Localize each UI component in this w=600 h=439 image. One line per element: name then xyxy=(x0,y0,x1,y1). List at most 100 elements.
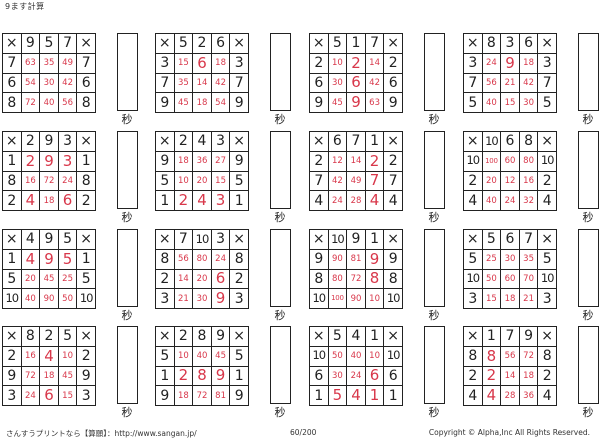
answer-cell: 42 xyxy=(57,72,78,94)
answer-cell: 9 xyxy=(210,288,231,310)
top-number: 4 xyxy=(346,326,366,347)
right-number: 5 xyxy=(229,170,249,192)
answer-cell: 36 xyxy=(518,385,539,407)
answer-cell: 56 xyxy=(57,92,78,114)
answer-cell: 24 xyxy=(346,365,366,387)
time-entry-box[interactable] xyxy=(117,131,138,209)
top-number: 5 xyxy=(173,33,194,54)
left-number: 7 xyxy=(309,170,329,192)
seconds-label: 秒 xyxy=(274,113,286,126)
time-entry-box[interactable] xyxy=(424,326,445,404)
answer-cell: 4 xyxy=(20,248,41,270)
answer-cell: 3 xyxy=(57,150,78,172)
time-entry-box[interactable] xyxy=(270,33,291,111)
operator-symbol: × xyxy=(463,131,483,152)
operator-symbol: × xyxy=(229,229,249,250)
answer-cell: 42 xyxy=(210,72,231,94)
time-entry-box[interactable] xyxy=(270,229,291,307)
left-number: 6 xyxy=(2,72,22,94)
top-number: 2 xyxy=(192,33,212,54)
footer-site-link[interactable]: さんすうプリントなら【算願】：http://www.sangan.jp/ xyxy=(6,429,197,438)
operator-symbol: × xyxy=(2,229,22,250)
answer-cell: 8 xyxy=(364,268,385,290)
left-number: 6 xyxy=(309,72,329,94)
top-number: 8 xyxy=(481,33,502,54)
answer-cell: 54 xyxy=(210,92,231,114)
right-number: 6 xyxy=(383,365,403,387)
answer-cell: 54 xyxy=(20,72,41,94)
time-entry-box[interactable] xyxy=(424,33,445,111)
top-number: 3 xyxy=(210,131,231,152)
time-entry-box[interactable] xyxy=(424,131,445,209)
answer-cell: 10 xyxy=(327,52,348,74)
time-entry-box[interactable] xyxy=(117,33,138,111)
answer-cell: 90 xyxy=(327,248,348,270)
right-number: 7 xyxy=(76,52,96,74)
right-number: 2 xyxy=(537,365,557,387)
answer-cell: 18 xyxy=(500,288,520,310)
answer-cell: 3 xyxy=(210,190,231,212)
answer-cell: 15 xyxy=(57,385,78,407)
operator-symbol: × xyxy=(309,229,329,250)
top-number: 9 xyxy=(39,229,59,250)
time-entry-box[interactable] xyxy=(117,326,138,404)
seconds-label: 秒 xyxy=(121,113,133,126)
answer-cell: 45 xyxy=(327,92,348,114)
top-number: 2 xyxy=(173,326,194,347)
time-entry-box[interactable] xyxy=(578,33,599,111)
top-number: 1 xyxy=(364,229,385,250)
time-entry-box[interactable] xyxy=(578,229,599,307)
left-number: 2 xyxy=(155,268,175,290)
answer-cell: 25 xyxy=(57,268,78,290)
time-entry-box[interactable] xyxy=(578,131,599,209)
answer-cell: 40 xyxy=(346,345,366,367)
right-number: 8 xyxy=(383,268,403,290)
answer-cell: 21 xyxy=(518,288,539,310)
answer-cell: 15 xyxy=(210,170,231,192)
time-entry-box[interactable] xyxy=(270,131,291,209)
answer-cell: 50 xyxy=(57,288,78,310)
answer-cell: 90 xyxy=(39,288,59,310)
answer-cell: 80 xyxy=(518,150,539,172)
top-number: 6 xyxy=(210,33,231,54)
answer-cell: 20 xyxy=(481,170,502,192)
time-entry-box[interactable] xyxy=(578,326,599,404)
answer-cell: 72 xyxy=(20,365,41,387)
top-number: 10 xyxy=(481,131,502,152)
operator-symbol: × xyxy=(383,326,403,347)
time-entry-box[interactable] xyxy=(270,326,291,404)
answer-cell: 2 xyxy=(481,365,502,387)
answer-cell: 9 xyxy=(39,150,59,172)
top-number: 4 xyxy=(20,229,41,250)
seconds-label: 秒 xyxy=(121,211,133,224)
right-number: 5 xyxy=(229,345,249,367)
answer-cell: 35 xyxy=(39,52,59,74)
seconds-label: 秒 xyxy=(274,309,286,322)
operator-symbol: × xyxy=(309,326,329,347)
time-entry-box[interactable] xyxy=(424,229,445,307)
time-entry-box[interactable] xyxy=(117,229,138,307)
left-number: 5 xyxy=(155,345,175,367)
seconds-label: 秒 xyxy=(428,406,440,419)
right-number: 7 xyxy=(229,72,249,94)
top-number: 5 xyxy=(327,326,348,347)
right-number: 10 xyxy=(383,288,403,310)
top-number: 6 xyxy=(500,229,520,250)
